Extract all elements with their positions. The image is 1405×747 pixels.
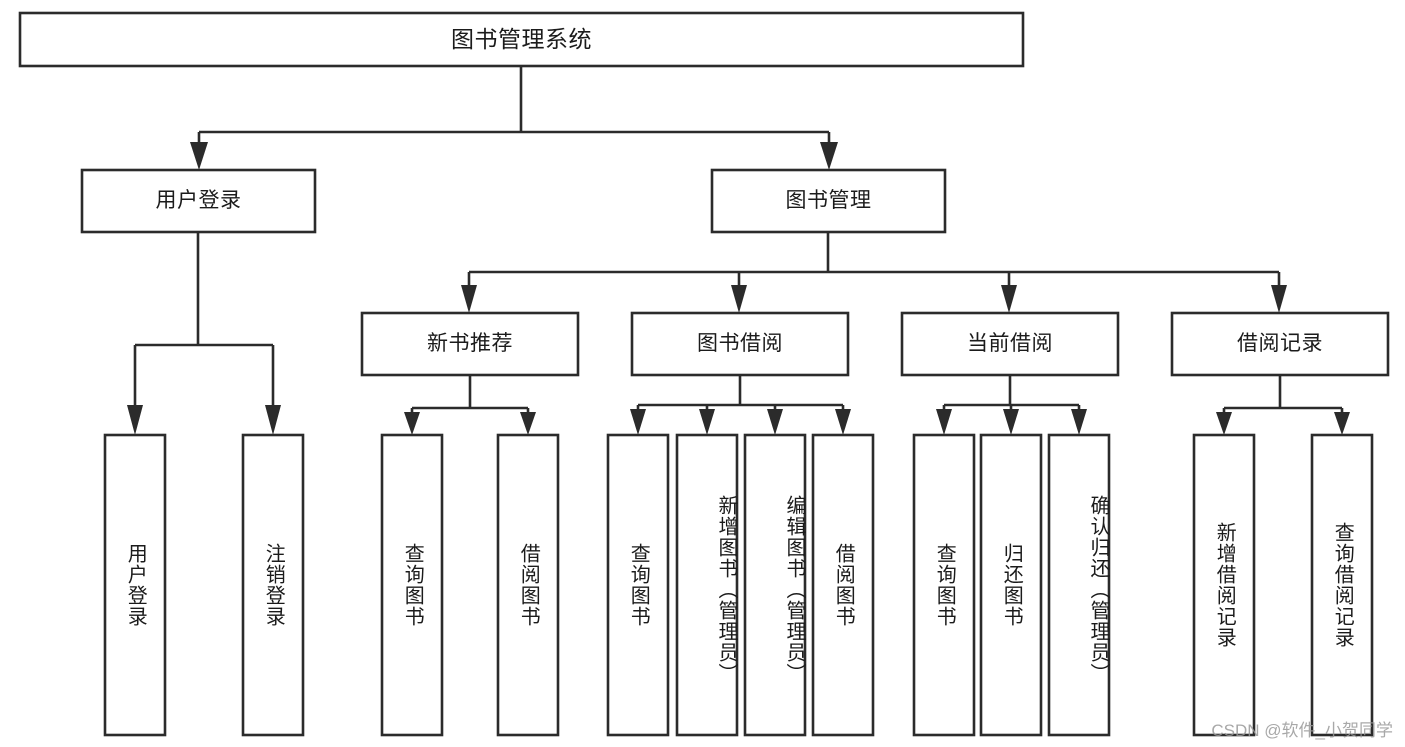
arrowhead-current-borrow-leaf-2 [1003,409,1019,435]
node-box-current-borrow[interactable] [900,311,1120,377]
node-box-leaf-book-borrow-4[interactable] [811,433,875,737]
node-box-leaf-borrow-record-2[interactable] [1310,433,1374,737]
arrowhead-book-borrow-leaf-1 [630,409,646,435]
node-box-leaf-user-login-2[interactable] [241,433,305,737]
arrowhead-borrow-record-leaf-2 [1334,412,1350,435]
node-box-borrow-record[interactable] [1170,311,1390,377]
arrowhead-new-book-leaf-2 [520,412,536,435]
node-box-new-book-recommend[interactable] [360,311,580,377]
arrowhead-user-login-leaf-1 [127,405,143,435]
node-box-leaf-book-borrow-1[interactable] [606,433,670,737]
node-box-leaf-new-book-1[interactable] [380,433,444,737]
node-box-leaf-user-login-1[interactable] [103,433,167,737]
arrowhead-new-book-leaf-1 [404,412,420,435]
arrowhead-book-borrow-leaf-2 [699,409,715,435]
node-box-book-borrow[interactable] [630,311,850,377]
node-box-leaf-current-borrow-2[interactable] [979,433,1043,737]
node-box-leaf-new-book-2[interactable] [496,433,560,737]
node-box-root[interactable] [18,11,1025,68]
arrowhead-to-book-borrow [731,285,747,313]
arrowhead-to-new-book-recommend [461,285,477,313]
arrowhead-root-to-user-login [190,142,208,170]
node-box-book-manage[interactable] [710,168,947,234]
node-box-leaf-current-borrow-3[interactable] [1047,433,1111,737]
arrowhead-book-borrow-leaf-4 [835,409,851,435]
node-box-leaf-borrow-record-1[interactable] [1192,433,1256,737]
arrowhead-to-borrow-record [1271,285,1287,313]
arrowhead-current-borrow-leaf-3 [1071,409,1087,435]
node-box-leaf-book-borrow-3[interactable] [743,433,807,737]
arrowhead-book-borrow-leaf-3 [767,409,783,435]
node-box-leaf-current-borrow-1[interactable] [912,433,976,737]
arrowhead-user-login-leaf-2 [265,405,281,435]
node-box-leaf-book-borrow-2[interactable] [675,433,739,737]
node-box-user-login[interactable] [80,168,317,234]
arrowhead-to-current-borrow [1001,285,1017,313]
arrowhead-borrow-record-leaf-1 [1216,412,1232,435]
arrowhead-current-borrow-leaf-1 [936,409,952,435]
arrowhead-root-to-book-manage [820,142,838,170]
